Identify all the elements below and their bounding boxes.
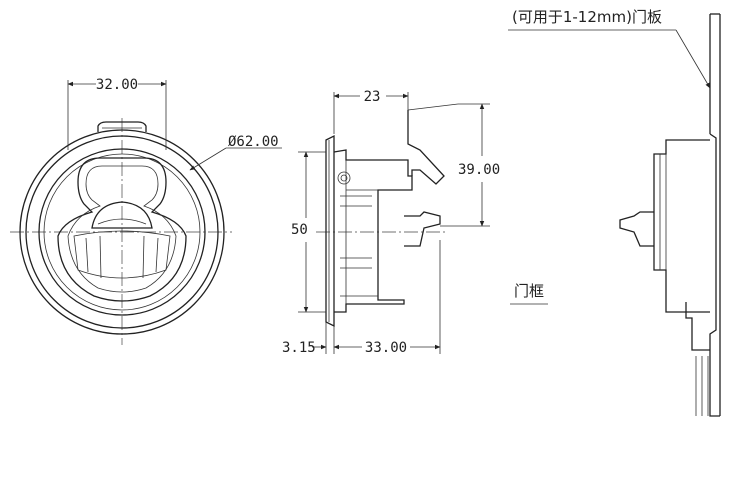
installed-lock-body (653, 139, 710, 313)
side-latch (407, 110, 445, 185)
handle-inner (67, 165, 177, 293)
dim-width-front: 32.00 (96, 77, 138, 93)
outer-flange-circle (19, 129, 225, 335)
cup-inner-circle (43, 153, 201, 311)
side-body (333, 149, 413, 313)
door-frame-label: 门框 (514, 282, 544, 300)
side-pin (337, 171, 351, 185)
dim-height-left: 50 (291, 222, 308, 238)
inner-flange-circle (25, 135, 219, 329)
front-view: 32.00 Ø62.00 (10, 77, 282, 345)
side-flange (325, 134, 335, 328)
door-frame (685, 302, 710, 351)
lever-pad (73, 230, 171, 279)
dim-depth-top: 23 (364, 89, 381, 105)
dim-depth-bottom: 33.00 (365, 340, 407, 356)
door-panel-note: (可用于1-12mm)门板 (512, 8, 662, 26)
lever-dome (91, 201, 153, 229)
dim-diameter: Ø62.00 (228, 134, 279, 150)
installation-view: (可用于1-12mm)门板 门框 (508, 8, 721, 417)
side-bolt (404, 211, 441, 247)
cup-outer-circle (38, 148, 206, 316)
top-tab (97, 121, 147, 132)
side-view: 23 39.00 50 3.15 33.00 (282, 89, 500, 356)
dim-flange: 3.15 (282, 340, 316, 356)
installed-bolt (619, 211, 654, 247)
handle-outer (57, 157, 187, 302)
dim-height-right: 39.00 (458, 162, 500, 178)
